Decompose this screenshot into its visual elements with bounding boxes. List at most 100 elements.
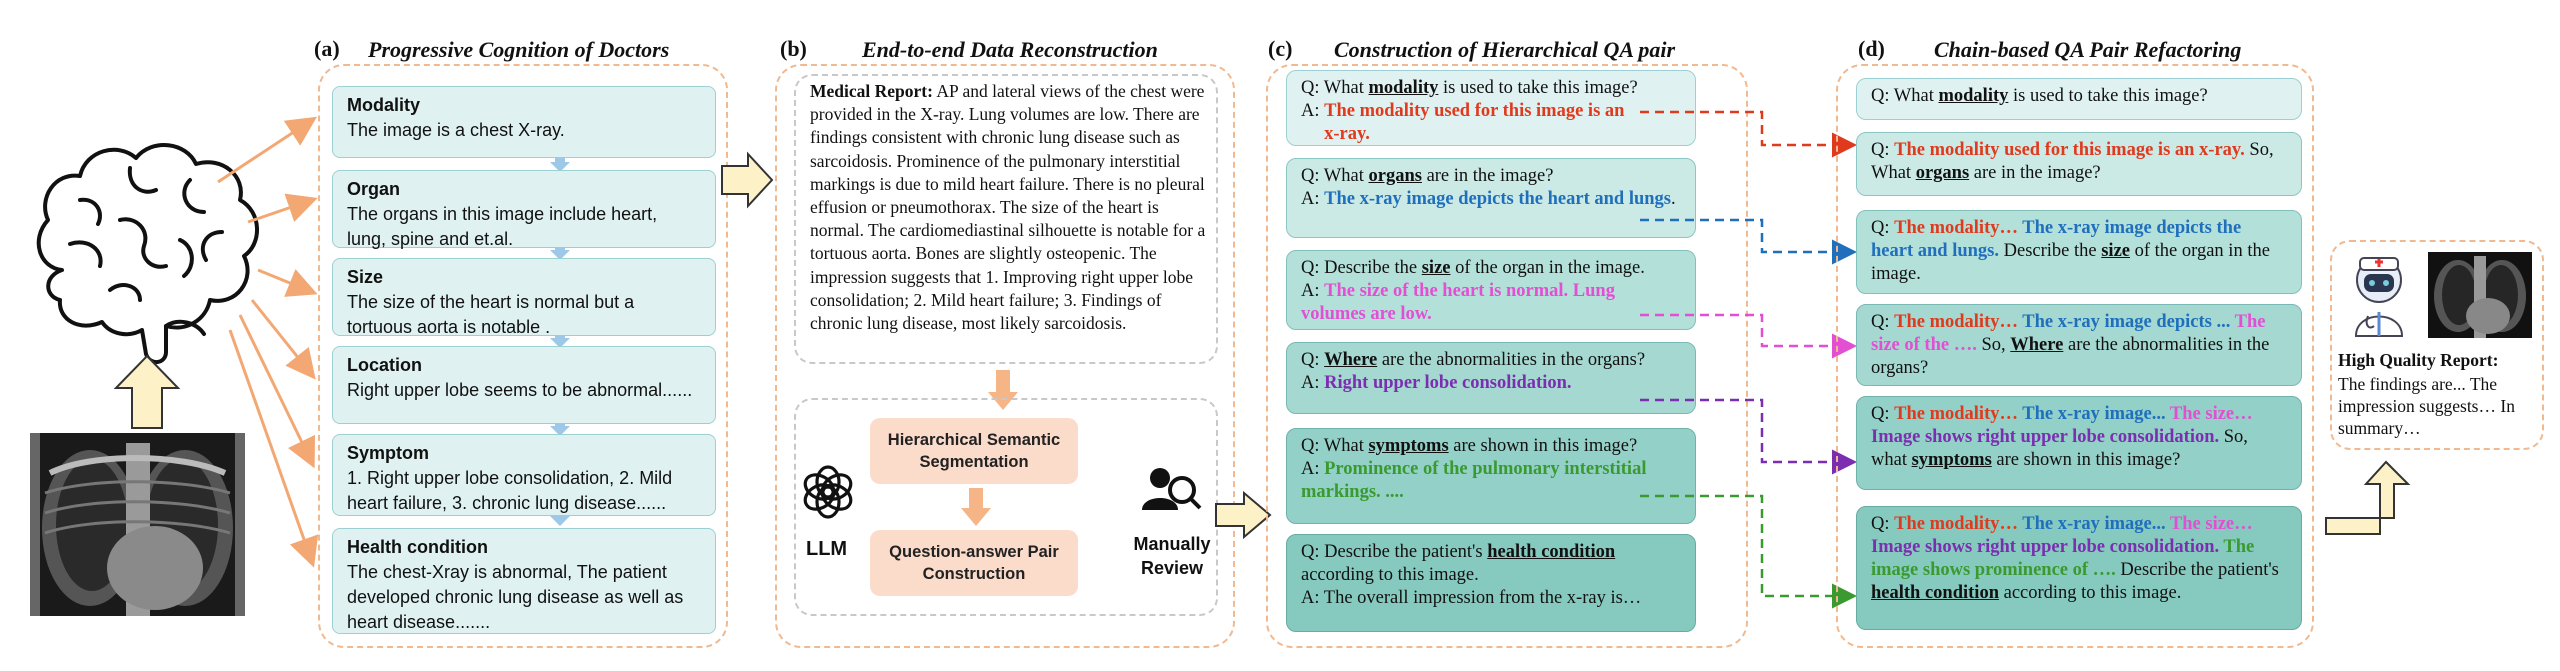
panel-d-title: Chain-based QA Pair Refactoring xyxy=(1934,37,2242,62)
q-keyword: size xyxy=(2101,241,2130,261)
cognition-box-size: Size The size of the heart is normal but… xyxy=(332,258,716,337)
q-keyword: organs xyxy=(1915,163,1970,183)
up-right-arrow-icon xyxy=(2325,460,2411,535)
chain-qa-1: Q: What modality is used to take this im… xyxy=(1856,78,2302,120)
q-text: Q: Describe the patient's xyxy=(1301,542,1488,562)
cognition-box-symptom: Symptom 1. Right upper lobe consolidatio… xyxy=(332,434,716,516)
panel-c xyxy=(1266,64,1748,648)
chain-qa-6: Q: The modality… The x-ray image... The … xyxy=(1856,506,2302,630)
medical-report: Medical Report: AP and lateral views of … xyxy=(810,80,1206,335)
q-text: according to this image. xyxy=(1301,565,1479,585)
box-heading: Modality xyxy=(347,95,421,115)
qa-pair-symptoms: Q: What symptoms are shown in this image… xyxy=(1286,428,1696,524)
chain-organs: The x-ray image... xyxy=(2017,404,2166,424)
qa-pair-organs: Q: What organs are in the image? A: The … xyxy=(1286,158,1696,238)
chain-modality: The modality… xyxy=(1894,404,2018,424)
q-keyword: organs xyxy=(1368,166,1422,186)
box-heading: Organ xyxy=(347,179,401,199)
chain-modality: The modality used for this image is an x… xyxy=(1894,140,2245,160)
panel-b xyxy=(775,64,1235,648)
reviewer-icon xyxy=(1142,468,1202,510)
q-keyword: symptoms xyxy=(1368,436,1449,456)
q-text: Q: What xyxy=(1301,166,1369,186)
output-panel xyxy=(2330,240,2544,450)
right-arrow-icon xyxy=(721,151,774,209)
panel-a-label: (a) xyxy=(314,36,340,61)
output-title: High Quality Report: xyxy=(2338,350,2499,370)
robot-doctor-icon xyxy=(2354,257,2404,337)
q-text: are in the image? xyxy=(1969,163,2101,183)
chain-size: The size of the …. xyxy=(1871,312,2266,355)
panel-c-label: (c) xyxy=(1268,36,1293,61)
chain-size: The size… xyxy=(2165,514,2253,534)
box-text: Right upper lobe seems to be abnormal...… xyxy=(347,380,693,400)
a-text: The x-ray image depicts the heart and lu… xyxy=(1324,189,1671,209)
chain-organs: The x-ray image depicts the heart and lu… xyxy=(1871,218,2242,261)
a-prefix: A: xyxy=(1301,101,1325,121)
a-prefix: A: xyxy=(1301,281,1325,301)
cognition-box-location: Location Right upper lobe seems to be ab… xyxy=(332,346,716,424)
a-prefix: A: xyxy=(1301,189,1325,209)
panel-d xyxy=(1836,64,2314,648)
q-text: are shown in this image? xyxy=(1991,450,2181,470)
panel-b-title: End-to-end Data Reconstruction xyxy=(862,37,1158,62)
fan-arrows xyxy=(217,116,319,568)
cognition-box-modality: Modality The image is a chest X-ray. xyxy=(332,86,716,158)
chain-modality: The modality… xyxy=(1894,312,2018,332)
box-heading: Symptom xyxy=(347,443,430,463)
chain-qa-4: Q: The modality… The x-ray image depicts… xyxy=(1856,304,2302,386)
review-label: Manually Review xyxy=(1133,534,1211,578)
output-xray-image xyxy=(2428,252,2532,338)
down-arrow-icon xyxy=(961,488,991,526)
qa-pair-size: Q: Describe the size of the organ in the… xyxy=(1286,250,1696,330)
q-prefix: Q: xyxy=(1871,404,1895,424)
q-text: So, What xyxy=(1871,140,2274,183)
box-text: The image is a chest X-ray. xyxy=(347,120,565,140)
q-prefix: Q: xyxy=(1871,312,1895,332)
q-text: are in the image? xyxy=(1421,166,1554,186)
q-keyword: modality xyxy=(1938,86,2009,106)
q-text: So, what xyxy=(1871,427,2248,470)
chain-symptoms: The image shows prominence of …. xyxy=(1871,537,2255,580)
q-keyword: symptoms xyxy=(1911,450,1992,470)
a-text: Right upper lobe consolidation. xyxy=(1324,373,1572,393)
chain-modality: The modality… xyxy=(1894,218,2018,238)
report-text: AP and lateral views of the chest were p… xyxy=(810,81,1206,334)
q-text: are the abnormalities in the organs? xyxy=(1871,335,2270,378)
box-text: The chest-Xray is abnormal, The patient … xyxy=(347,562,684,632)
up-arrow-icon xyxy=(113,354,181,429)
panel-a xyxy=(318,64,728,648)
q-text: is used to take this image? xyxy=(2008,86,2208,106)
q-prefix: Q: xyxy=(1871,140,1895,160)
q-keyword: modality xyxy=(1368,78,1439,98)
a-text: A: The overall impression from the x-ray… xyxy=(1301,588,1642,608)
a-text: The size of the heart is normal. Lung vo… xyxy=(1301,281,1615,324)
q-prefix: Q: xyxy=(1871,218,1895,238)
q-text: So, xyxy=(1981,335,2011,355)
box-text: The organs in this image include heart, … xyxy=(347,204,658,249)
q-text: Describe the xyxy=(1999,241,2102,261)
q-text: Describe the patient's xyxy=(2115,560,2279,580)
q-keyword: size xyxy=(1421,258,1451,278)
chest-xray-image xyxy=(30,433,245,616)
qa-pair-modality: Q: What modality is used to take this im… xyxy=(1286,70,1696,146)
panel-b-label: (b) xyxy=(780,36,807,61)
chain-qa-3: Q: The modality… The x-ray image depicts… xyxy=(1856,210,2302,294)
a-prefix: A: xyxy=(1301,459,1325,479)
a-text: The modality used for this image is an x… xyxy=(1324,101,1625,144)
a-text: Prominence of the pulmonary interstitial… xyxy=(1301,459,1647,502)
chain-organs: The x-ray image... xyxy=(2017,514,2166,534)
q-keyword: health condition xyxy=(1487,542,1616,562)
chain-location: Image shows right upper lobe consolidati… xyxy=(1871,537,2220,557)
q-text: are the abnormalities in the organs? xyxy=(1377,350,1646,370)
step-hierarchical-segmentation: Hierarchical Semantic Segmentation xyxy=(870,418,1078,484)
llm-label: LLM xyxy=(806,538,848,560)
chain-size: The size… xyxy=(2165,404,2253,424)
output-text: The findings are... The impression sugge… xyxy=(2338,374,2515,438)
a-prefix: A: xyxy=(1301,373,1325,393)
panel-a-title: Progressive Cognition of Doctors xyxy=(368,37,670,62)
q-text: Q: What xyxy=(1301,436,1369,456)
q-keyword: Where xyxy=(1324,350,1378,370)
chain-qa-2: Q: The modality used for this image is a… xyxy=(1856,132,2302,196)
